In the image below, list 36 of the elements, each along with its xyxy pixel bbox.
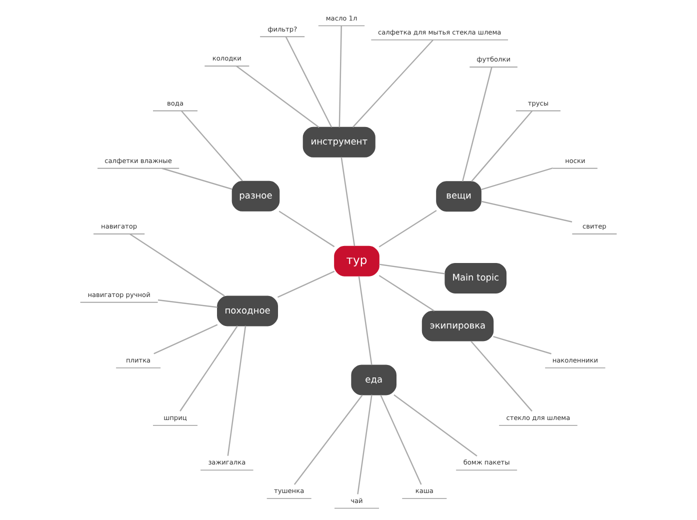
node-box: походное [217,296,278,326]
connector [181,110,243,182]
connector [471,110,533,182]
connector [380,394,422,485]
connector [278,210,335,248]
connector [352,40,434,128]
connector [277,270,335,298]
connector [481,200,572,222]
node-box: Main topic [444,262,506,294]
connector [162,168,232,190]
connector [294,394,363,485]
node-box: еда [351,364,396,396]
connector [394,394,478,457]
connector [357,394,372,494]
connector [285,36,332,128]
connector [180,326,238,412]
connector [158,299,218,308]
connector [481,167,553,190]
node-box: экипировка [422,310,494,342]
connector [340,157,356,246]
connector [227,326,246,456]
connector [493,336,552,354]
node-box: инструмент [302,126,376,158]
connector [154,324,218,354]
connector [236,66,320,128]
node-box: тур [334,246,380,276]
connector [358,276,372,366]
node-box: разное [232,180,280,212]
connector [378,274,435,312]
connector [130,234,225,296]
connector [470,340,532,412]
connector [338,26,342,128]
node-box: вещи [436,181,482,212]
connector [462,67,492,182]
connector [379,264,446,274]
connector [378,210,437,248]
